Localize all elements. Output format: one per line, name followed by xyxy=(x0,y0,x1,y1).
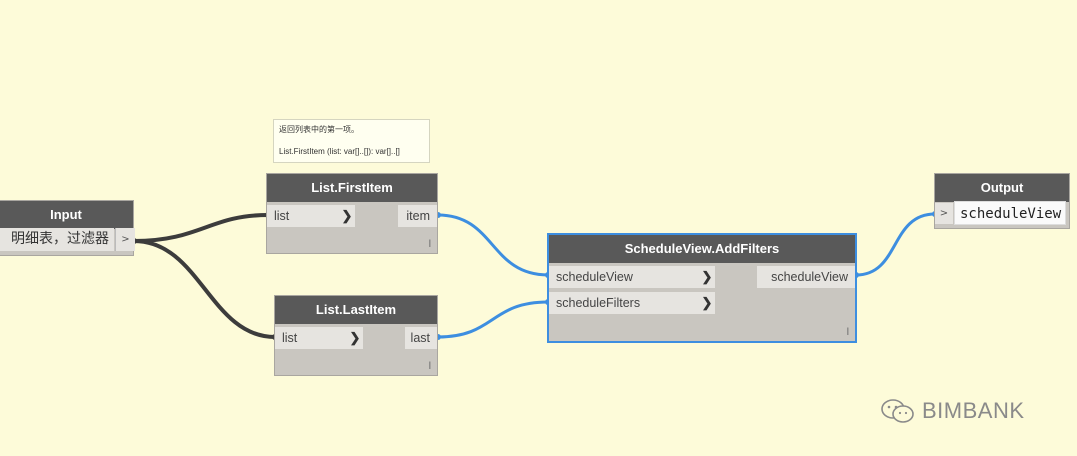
output-port-last[interactable]: last xyxy=(405,327,437,349)
lacing-indicator[interactable]: l xyxy=(428,239,431,250)
tooltip-description: 返回列表中的第一项。 xyxy=(279,125,359,134)
wechat-icon xyxy=(881,399,914,423)
watermark-text: BIMBANK xyxy=(922,398,1025,423)
input-port-list[interactable]: list ❯ xyxy=(275,327,363,349)
list-firstitem-node[interactable]: List.FirstItem list ❯ item l xyxy=(266,173,438,254)
node-title: List.FirstItem xyxy=(267,174,437,202)
chevron-right-icon: ❯ xyxy=(701,295,713,310)
chevron-right-icon: ❯ xyxy=(349,330,361,345)
lacing-indicator[interactable]: l xyxy=(846,327,849,338)
watermark: BIMBANK xyxy=(880,398,1025,424)
list-lastitem-node[interactable]: List.LastItem list ❯ last l xyxy=(274,295,438,376)
port-label: scheduleFilters xyxy=(556,296,641,310)
node-title: Input xyxy=(0,201,133,229)
tooltip-signature: List.FirstItem (list: var[]..[]): var[].… xyxy=(279,147,400,156)
input-port-scheduleview[interactable]: scheduleView ❯ xyxy=(549,266,715,288)
node-title: Output xyxy=(935,174,1069,202)
input-port-schedulefilters[interactable]: scheduleFilters ❯ xyxy=(549,292,715,314)
lacing-indicator[interactable]: l xyxy=(428,361,431,372)
node-title: List.LastItem xyxy=(275,296,437,324)
input-output-port[interactable]: > xyxy=(115,228,135,251)
wire-input-to-firstitem[interactable] xyxy=(133,213,269,243)
node-tooltip: 返回列表中的第一项。 List.FirstItem (list: var[]..… xyxy=(273,119,430,163)
input-value-field[interactable]: 明细表，过滤器 xyxy=(0,228,114,251)
chevron-right-icon: ❯ xyxy=(341,208,353,223)
scheduleview-addfilters-node[interactable]: ScheduleView.AddFilters scheduleView ❯ s… xyxy=(547,233,857,343)
wire-input-to-lastitem[interactable] xyxy=(133,239,276,339)
wire-addfilters-to-output[interactable] xyxy=(855,212,936,277)
wire-lastitem-to-addfilters[interactable] xyxy=(437,300,549,339)
output-port-scheduleview[interactable]: scheduleView xyxy=(757,266,855,288)
port-label: scheduleView xyxy=(556,270,633,284)
output-port-item[interactable]: item xyxy=(398,205,437,227)
output-input-port[interactable]: > xyxy=(935,203,953,224)
node-title: ScheduleView.AddFilters xyxy=(549,235,855,263)
chevron-right-icon: ❯ xyxy=(701,269,713,284)
input-port-list[interactable]: list ❯ xyxy=(267,205,355,227)
port-label: list xyxy=(282,331,298,345)
port-label: list xyxy=(274,209,290,223)
wire-firstitem-to-addfilters[interactable] xyxy=(437,213,549,277)
output-value-field[interactable]: scheduleView xyxy=(954,201,1066,225)
